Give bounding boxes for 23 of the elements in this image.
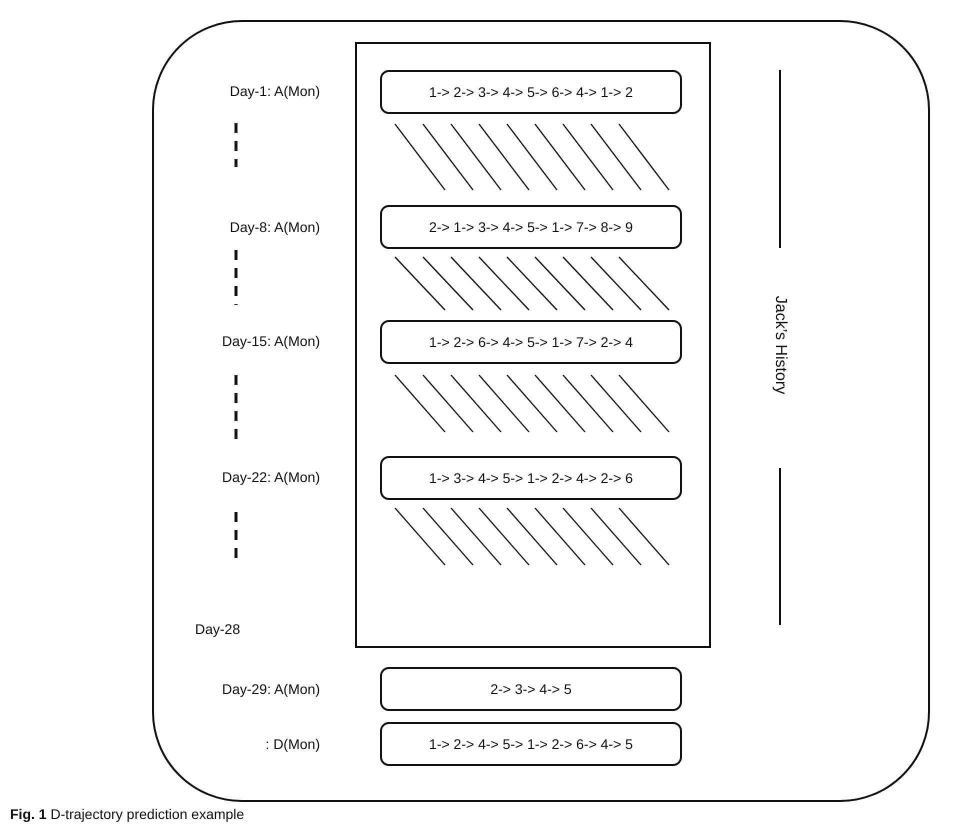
figure-caption: Fig. 1 D-trajectory prediction example	[10, 806, 244, 822]
vertical-heading: Jack’s History	[771, 294, 789, 396]
day-label: Day-8: A(Mon)	[230, 219, 320, 235]
day-label: Day-28	[195, 621, 240, 637]
sequence-box	[380, 70, 682, 114]
sequence-text: 1-> 2-> 6-> 4-> 5-> 1-> 7-> 2-> 4	[429, 334, 633, 350]
sequence-text: 2-> 3-> 4-> 5	[490, 681, 572, 697]
sequence-box	[380, 320, 682, 364]
sequence-box	[380, 667, 682, 711]
sequence-box	[380, 456, 682, 500]
sequence-text: 2-> 1-> 3-> 4-> 5-> 1-> 7-> 8-> 9	[429, 219, 633, 235]
day-label: Day-1: A(Mon)	[230, 83, 320, 99]
history-frame	[355, 42, 711, 648]
day-label: Day-29: A(Mon)	[222, 681, 320, 697]
day-label: Day-15: A(Mon)	[222, 333, 320, 349]
day-label: Day-22: A(Mon)	[222, 469, 320, 485]
sequence-text: 1-> 2-> 4-> 5-> 1-> 2-> 6-> 4-> 5	[429, 736, 633, 752]
sequence-text: 1-> 2-> 3-> 4-> 5-> 6-> 4-> 1-> 2	[429, 84, 633, 100]
sequence-box	[380, 205, 682, 249]
sequence-box	[380, 722, 682, 766]
sequence-text: 1-> 3-> 4-> 5-> 1-> 2-> 4-> 2-> 6	[429, 470, 633, 486]
rounded-panel	[152, 20, 930, 802]
day-label: : D(Mon)	[266, 736, 320, 752]
